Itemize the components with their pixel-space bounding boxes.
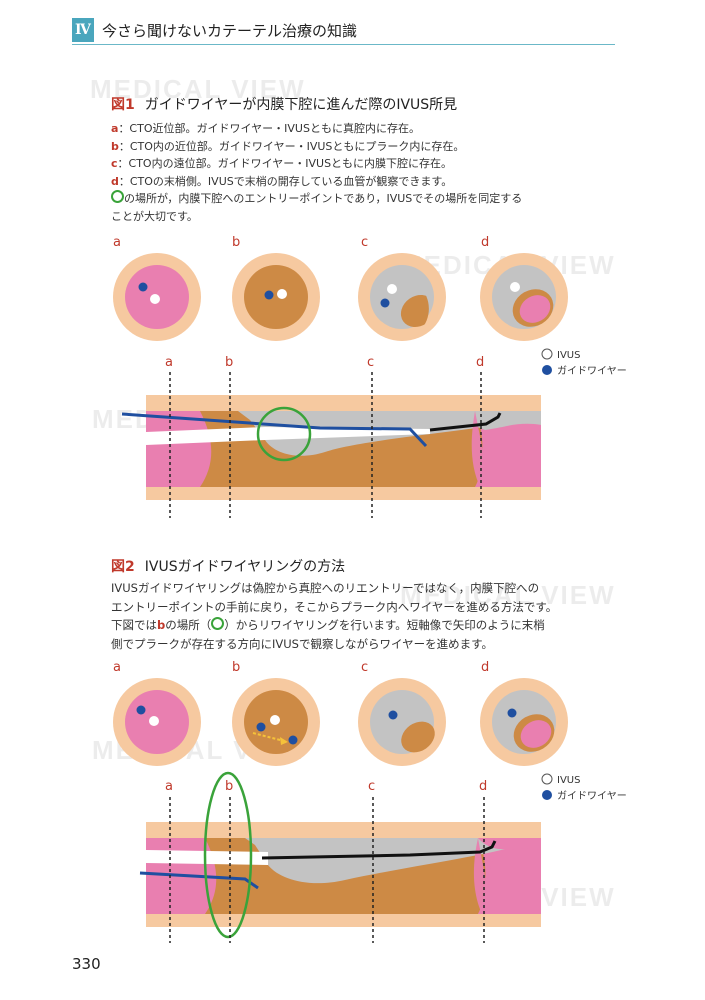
figure1-legend: IVUS ガイドワイヤー	[541, 348, 627, 377]
figure1-description: a：CTO近位部。ガイドワイヤー・IVUSともに真腔内に存在。 b：CTO内の近…	[111, 120, 522, 225]
figure1-note-cont: ことが大切です。	[111, 209, 198, 223]
section-label-d: d	[479, 779, 487, 794]
panel-label-a: a	[113, 235, 121, 250]
cross-section-a	[113, 253, 201, 341]
panel-label-b: b	[232, 235, 240, 250]
section-label-a: a	[165, 779, 173, 794]
cross-section-b	[232, 678, 320, 766]
legend-ivus-label: IVUS	[557, 775, 580, 786]
section-label-c: c	[367, 355, 374, 370]
figure1-item-d: d：CTOの末梢側。IVUSで末梢の開存している血管が観察できます。	[111, 174, 453, 188]
section-label-c: c	[368, 779, 375, 794]
section-label-b: b	[225, 355, 233, 370]
figure1-number: 図1	[111, 97, 135, 113]
figure2-description: IVUSガイドワイヤリングは偽腔から真腔へのリエントリーではなく，内膜下腔への …	[111, 581, 558, 651]
watermark: MEDICAL VIEW	[90, 74, 306, 104]
section-lines-1	[169, 372, 482, 518]
figure1-item-a: a：CTO近位部。ガイドワイヤー・IVUSともに真腔内に存在。	[111, 122, 420, 135]
section-label-b: b	[225, 779, 233, 794]
section-label-d: d	[476, 355, 484, 370]
figure2-diagram: a b c d IVUS ガイドワイヤー	[113, 660, 627, 943]
ivus-marker	[150, 294, 160, 304]
page-number: 330	[72, 955, 101, 973]
cross-section-a	[113, 678, 201, 766]
cross-section-d	[480, 253, 568, 341]
figure2-legend: IVUS ガイドワイヤー	[541, 773, 627, 802]
panel-label-c: c	[361, 660, 368, 675]
guidewire-marker	[138, 282, 148, 292]
figure1-title: 図1 ガイドワイヤーが内膜下腔に進んだ際のIVUS所見	[111, 94, 457, 114]
watermark: MEDICAL VIEW	[400, 580, 616, 610]
figure1-note: の場所が，内膜下腔へのエントリーポイントであり，IVUSでその場所を同定する	[111, 190, 522, 208]
cross-section-c	[358, 678, 446, 766]
panel-label-a: a	[113, 660, 121, 675]
figure2-number: 図2	[111, 559, 135, 575]
figure2-title-text: IVUSガイドワイヤリングの方法	[144, 559, 346, 575]
panel-label-b: b	[232, 660, 240, 675]
figure1-title-text: ガイドワイヤーが内膜下腔に進んだ際のIVUS所見	[144, 97, 458, 113]
legend-guidewire-label: ガイドワイヤー	[557, 790, 627, 802]
legend-ivus-label: IVUS	[557, 350, 580, 361]
cross-section-c	[358, 253, 446, 341]
panel-label-d: d	[481, 235, 489, 250]
panel-label-c: c	[361, 235, 368, 250]
rewiring-point-highlight	[203, 771, 253, 939]
entry-point-highlight	[256, 406, 312, 462]
figure2-title: 図2 IVUSガイドワイヤリングの方法	[111, 556, 345, 576]
vessel-longitudinal-1	[121, 395, 541, 500]
green-circle-icon	[211, 617, 225, 630]
figure1-diagram: a b c d IVUS ガイドワイヤー	[113, 235, 627, 518]
figure1-item-c: c：CTO内の遠位部。ガイドワイヤー・IVUSともに内膜下腔に存在。	[111, 157, 453, 170]
chapter-header: Ⅳ 今さら聞けないカテーテル治療の知識	[72, 18, 615, 45]
chapter-title: 今さら聞けないカテーテル治療の知識	[102, 22, 358, 40]
cross-section-b	[232, 253, 320, 341]
section-lines-2	[169, 797, 485, 943]
cross-section-d	[480, 678, 568, 766]
legend-guidewire-label: ガイドワイヤー	[557, 365, 627, 377]
chapter-number-badge: Ⅳ	[72, 18, 94, 42]
panel-label-d: d	[481, 660, 489, 675]
figure1-item-b: b：CTO内の近位部。ガイドワイヤー・IVUSともにプラーク内に存在。	[111, 139, 465, 153]
green-circle-icon	[111, 190, 124, 203]
vessel-longitudinal-2	[139, 771, 541, 939]
arrow-icon	[252, 732, 285, 742]
section-label-a: a	[165, 355, 173, 370]
